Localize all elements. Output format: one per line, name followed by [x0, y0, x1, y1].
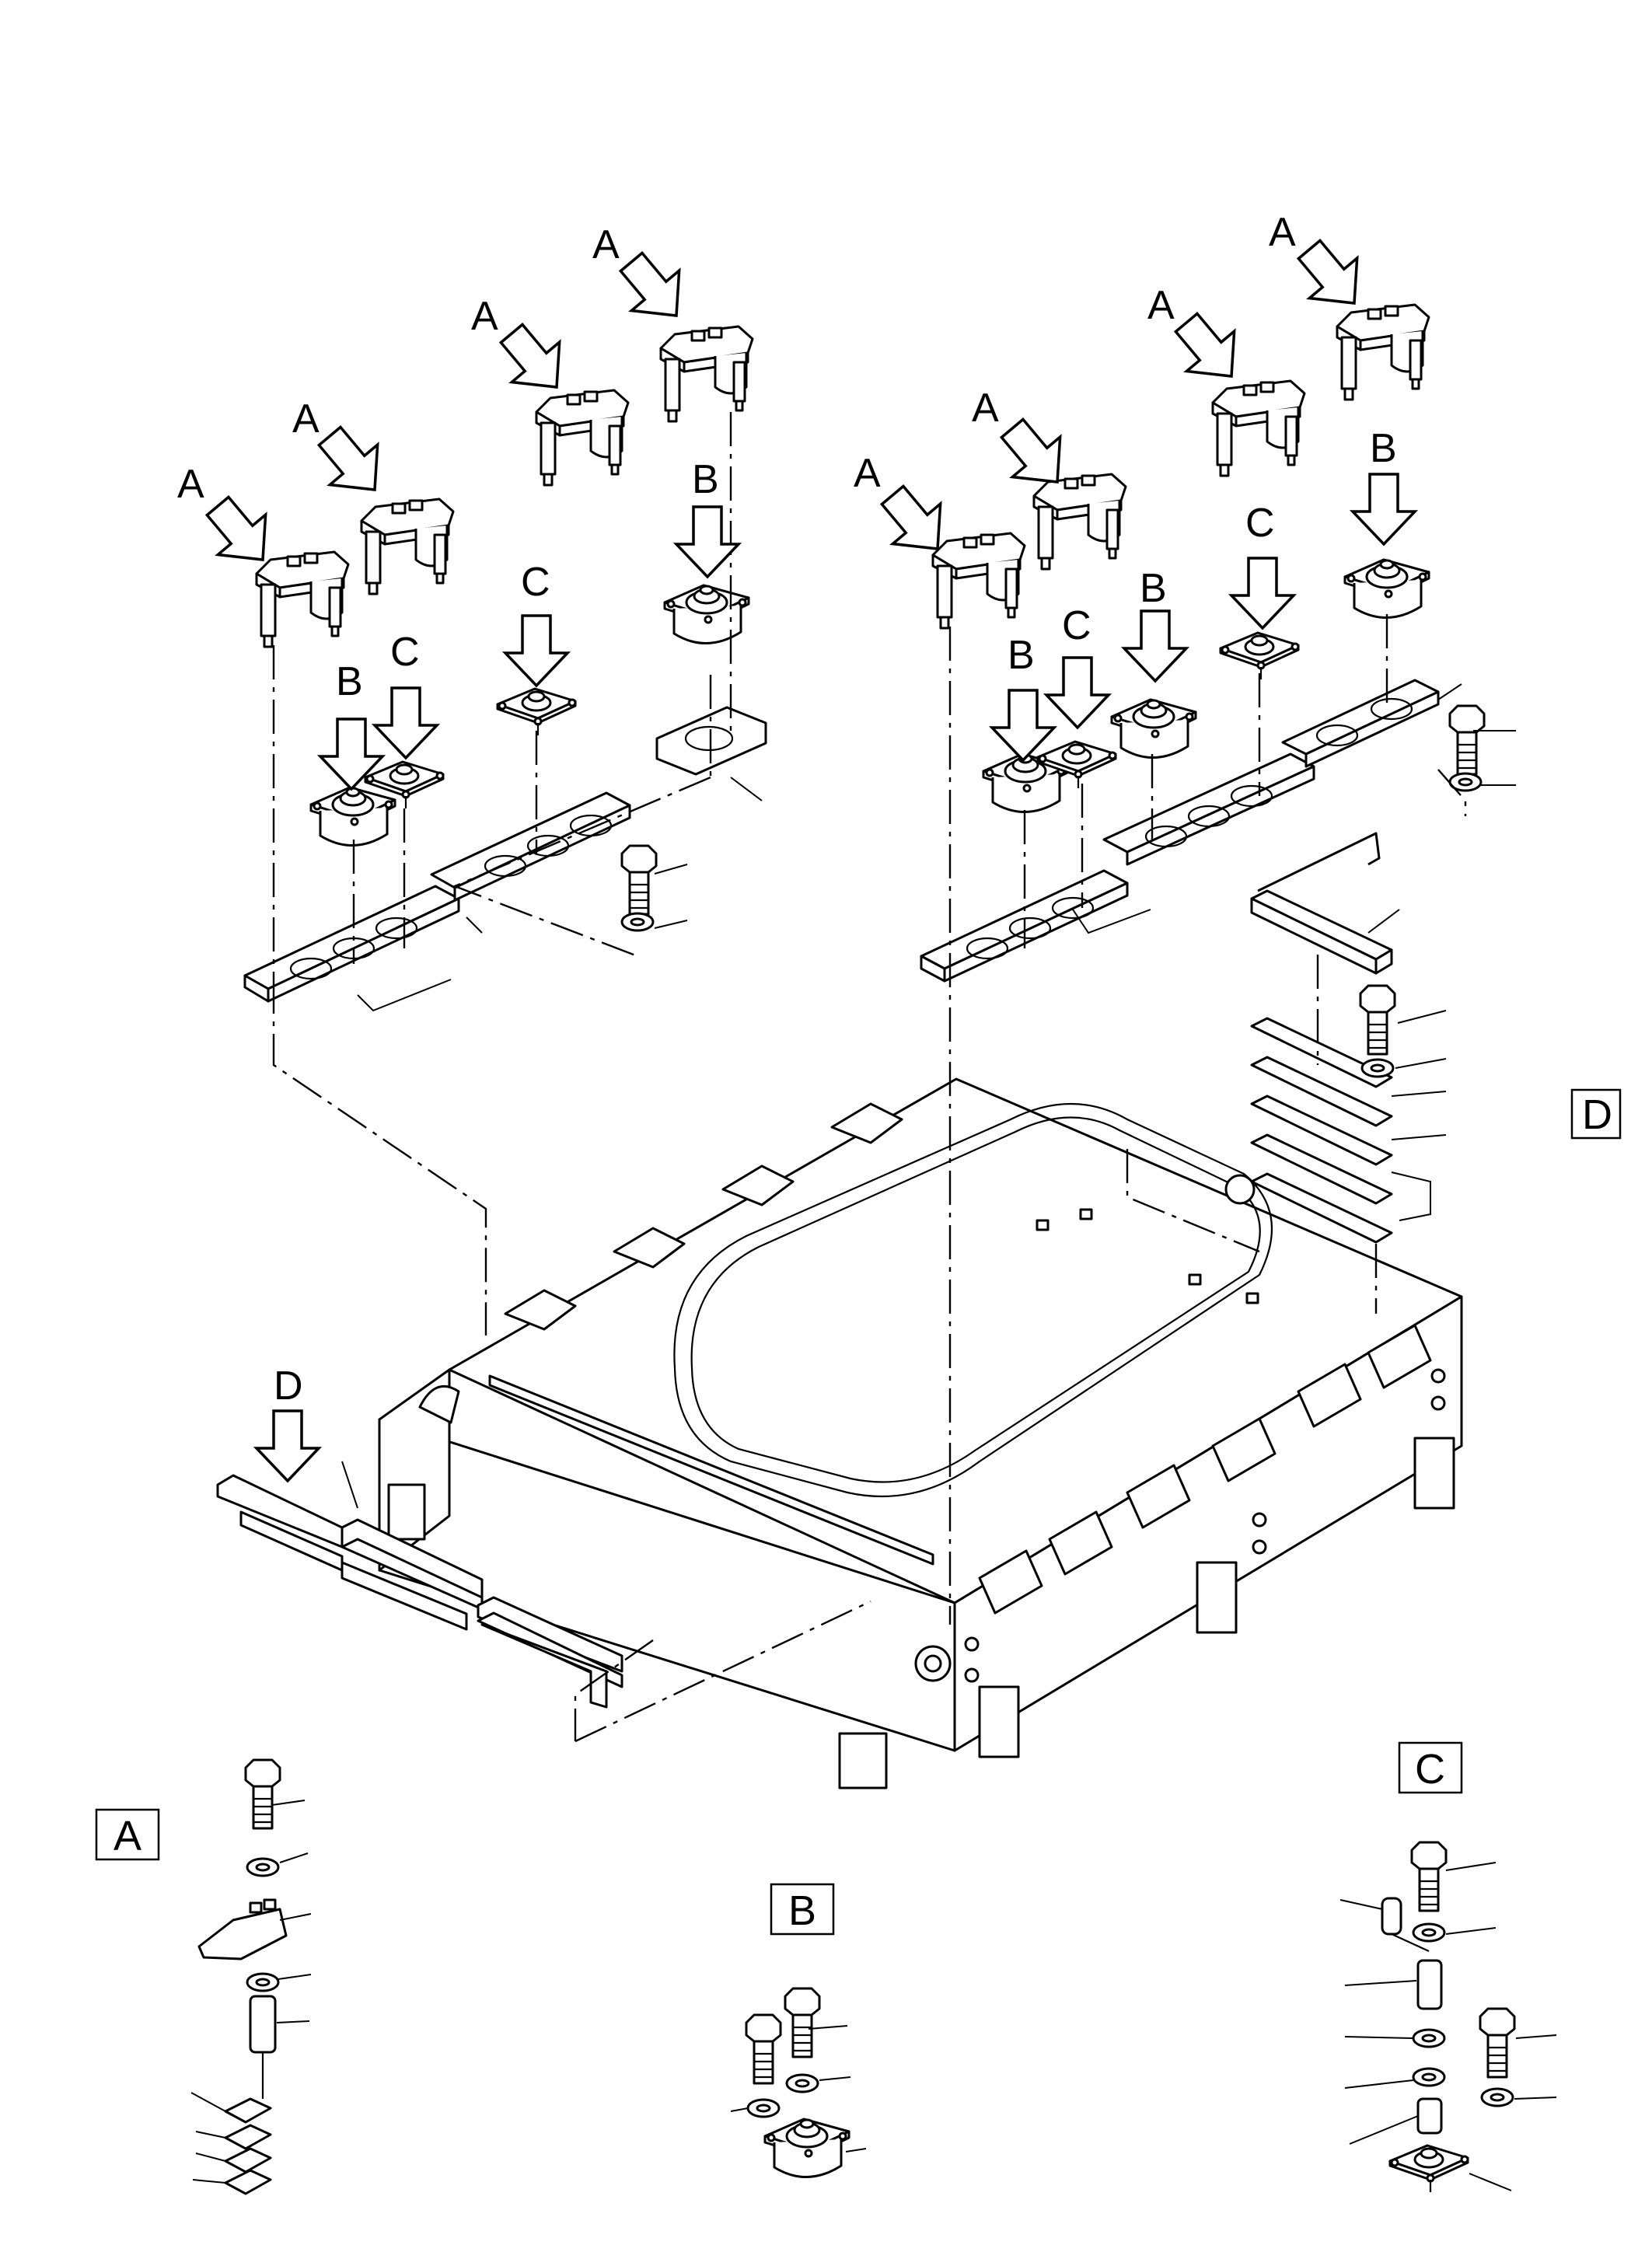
callout-a-6: A — [972, 386, 999, 431]
detail-d-letter: D — [1582, 1091, 1612, 1138]
callout-letters: A A A A A A A A B B B B B C C C C D — [177, 210, 1397, 1409]
loose-hardware — [620, 704, 1486, 932]
rail-set-d — [216, 1474, 623, 1709]
callout-a-3: A — [471, 294, 498, 339]
callout-c-4: C — [1245, 501, 1275, 546]
callout-b-1: B — [336, 659, 363, 704]
callout-a-4: A — [592, 222, 620, 267]
detail-view-b: B — [730, 1883, 867, 2179]
center-lines — [272, 412, 1467, 1743]
shim-stack-d — [1250, 889, 1396, 1244]
callout-c-2: C — [521, 560, 550, 605]
detail-a-letter: A — [114, 1813, 141, 1859]
mount-plates — [243, 679, 1440, 1003]
callout-b-2: B — [692, 457, 719, 502]
detail-view-c: C — [1339, 1741, 1557, 2194]
main-frame — [378, 1077, 1463, 1789]
callout-c-3: C — [1062, 603, 1091, 648]
detail-view-a: A — [95, 1758, 312, 2195]
callout-c-1: C — [390, 630, 420, 675]
callout-a-2: A — [292, 396, 320, 442]
leader-lines — [341, 683, 1516, 1509]
callout-a-1: A — [177, 462, 204, 507]
callout-b-5: B — [1370, 426, 1397, 471]
callout-d-1: D — [274, 1363, 303, 1409]
callout-b-4: B — [1140, 566, 1167, 611]
callout-a-8: A — [1269, 210, 1296, 255]
detail-b-letter: B — [788, 1887, 816, 1934]
detail-c-letter: C — [1415, 1746, 1445, 1793]
detail-label-d: D — [1570, 1088, 1622, 1140]
callout-a-5: A — [854, 451, 881, 496]
callout-a-7: A — [1147, 283, 1175, 328]
callout-b-3: B — [1008, 633, 1035, 678]
